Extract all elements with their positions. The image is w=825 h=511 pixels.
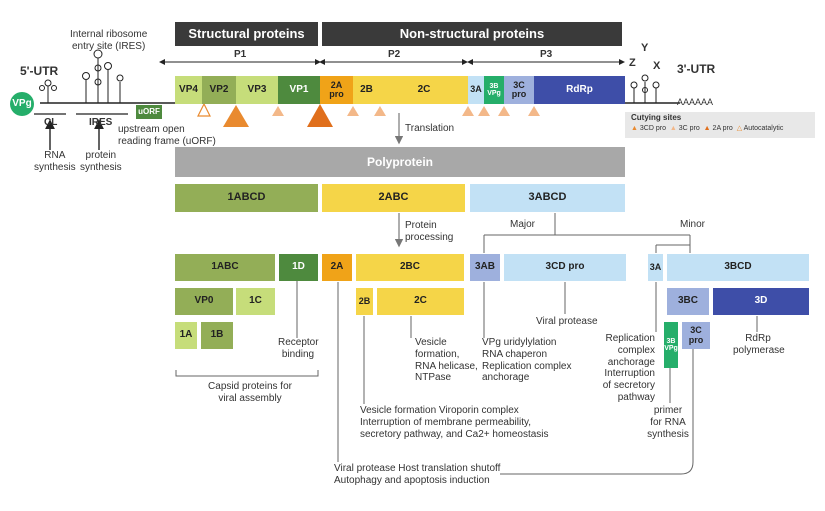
segment-vp3: VP3 — [236, 76, 278, 104]
box-3a: 3A — [648, 254, 663, 281]
legend-auto-label: Autocatalytic — [743, 125, 784, 132]
protein-synthesis-label: protein synthesis — [80, 150, 122, 173]
utr5-label: 5'-UTR — [20, 64, 59, 78]
segment-rdrp: RdRp — [534, 76, 625, 104]
legend-3c-label: 3C pro — [678, 125, 700, 132]
segment-3a: 3A — [468, 76, 484, 104]
cut-3cd-site — [223, 105, 249, 127]
segment-2a: 2A pro — [320, 76, 353, 104]
box-3bc: 3BC — [667, 288, 709, 315]
x-label: X — [653, 60, 661, 72]
segment-2c: 2C — [380, 76, 468, 104]
segment-3b: 3B VPg — [484, 76, 504, 104]
ires-structure — [82, 49, 124, 103]
box-3cdpro: 3CD pro — [504, 254, 626, 281]
viral-protease-text: Viral protease — [536, 316, 598, 327]
box-3c-pro: 3C pro — [682, 322, 710, 349]
box-2a: 2A — [322, 254, 352, 281]
legend-3c-icon: ▲ — [669, 125, 677, 132]
major-label: Major — [510, 219, 536, 230]
box-1c: 1C — [236, 288, 275, 315]
box-2b: 2B — [356, 288, 373, 315]
cut-2a-site — [307, 104, 333, 127]
cut-3c-site-2 — [347, 106, 359, 116]
3ab-function-text: VPg uridylylation RNA chaperon Replicati… — [482, 337, 572, 384]
minor-label: Minor — [680, 219, 706, 230]
capsid-text: Capsid proteins for viral assembly — [208, 381, 292, 404]
legend-3cd-label: 3CD pro — [639, 125, 666, 132]
polyprotein-bar: Polyprotein — [175, 147, 625, 177]
box-vp0: VP0 — [175, 288, 233, 315]
segment-2b: 2B — [353, 76, 380, 104]
2c-function-text: Vesicle formation, RNA helicase, NTPase — [415, 337, 478, 384]
p3-label: P3 — [540, 49, 553, 60]
box-1b: 1B — [201, 322, 233, 349]
vpg-circle: VPg — [10, 92, 34, 116]
ires-description: Internal ribosome entry site (IRES) — [70, 29, 148, 52]
cut-3c-site-3 — [374, 106, 386, 116]
2b-function-text: Vesicle formation Viroporin complex Inte… — [360, 405, 549, 440]
segment-vp4: VP4 — [175, 76, 202, 104]
legend-3cd-icon: ▲ — [631, 125, 638, 132]
primer-text: primer for RNA synthesis — [647, 405, 689, 440]
protein-processing-label: Protein processing — [405, 220, 454, 243]
receptor-binding-text: Receptor binding — [278, 337, 319, 360]
legend-title: Cutying sites — [631, 113, 682, 122]
cut-3c-site-1 — [272, 106, 284, 116]
legend-2a-icon: ▲ — [703, 125, 711, 132]
box-2abc: 2ABC — [322, 184, 465, 212]
structural-proteins-header: Structural proteins — [175, 22, 318, 46]
box-2c: 2C — [377, 288, 464, 315]
segment-vp2: VP2 — [202, 76, 236, 104]
p2-label: P2 — [388, 49, 401, 60]
cut-3c-site-6 — [498, 106, 510, 116]
box-1a: 1A — [175, 322, 197, 349]
box-3abcd: 3ABCD — [470, 184, 625, 212]
cutting-sites-legend: Cutying sites ▲ 3CD pro ▲ 3C pro ▲ 2A pr… — [625, 112, 815, 138]
box-1abcd: 1ABCD — [175, 184, 318, 212]
box-3ab: 3AB — [470, 254, 500, 281]
cloverleaf-structure — [39, 79, 57, 103]
cl-label: CL — [44, 117, 58, 128]
3a-function-text: Replication complex anchorage Interrupti… — [602, 333, 655, 403]
box-3bcd: 3BCD — [667, 254, 809, 281]
utr3-structure — [630, 74, 660, 103]
segment-vp1: VP1 — [278, 76, 320, 104]
nonstructural-proteins-header: Non-structural proteins — [322, 22, 622, 46]
translation-label: Translation — [405, 123, 455, 134]
uorf-description: upstream open reading frame (uORF) — [118, 124, 216, 147]
rna-synthesis-label: RNA synthesis — [34, 150, 76, 173]
box-1d: 1D — [279, 254, 318, 281]
ires-label: IRES — [89, 117, 113, 128]
cut-3c-site-5 — [478, 106, 490, 116]
cut-3c-site-4 — [462, 106, 474, 116]
y-label: Y — [641, 42, 649, 54]
polya-tail: AAAAAA — [677, 97, 714, 107]
z-label: Z — [629, 57, 636, 69]
legend-2a-label: 2A pro — [712, 125, 733, 132]
box-3d: 3D — [713, 288, 809, 315]
uorf-box: uORF — [136, 105, 162, 119]
box-1abc: 1ABC — [175, 254, 275, 281]
major-minor-tree — [483, 213, 691, 253]
segment-3c: 3C pro — [504, 76, 534, 104]
p1-label: P1 — [234, 49, 247, 60]
2a-function-text: Viral protease Host translation shutoff … — [334, 463, 501, 486]
box-2bc: 2BC — [356, 254, 464, 281]
box-3b-vpg: 3B VPg — [664, 322, 678, 368]
cut-3c-site-7 — [528, 106, 540, 116]
legend-auto-icon: △ — [736, 125, 743, 132]
autocatalytic-site — [197, 102, 211, 117]
utr3-label: 3'-UTR — [677, 62, 716, 76]
rdrp-function-text: RdRp polymerase — [733, 333, 785, 356]
